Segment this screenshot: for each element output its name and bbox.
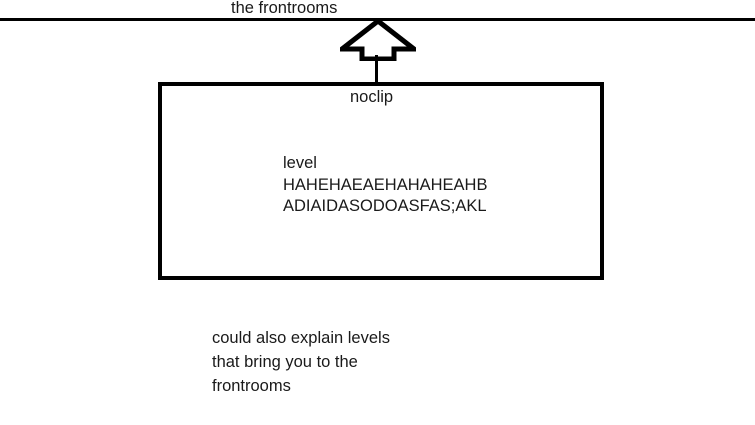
arrow-stem-line [375, 55, 378, 84]
up-arrow-outline-icon [340, 19, 416, 61]
level-text-block: level HAHEHAEAEHAHAHEAHB ADIAIDASODOASFA… [283, 153, 487, 218]
surface-title: the frontrooms [231, 0, 338, 17]
caption-block: could also explain levels that bring you… [212, 326, 390, 398]
level-box [158, 82, 604, 280]
level-text-line-3: ADIAIDASODOASFAS;AKL [283, 197, 487, 215]
caption-line-1: could also explain levels [212, 329, 390, 347]
level-text-line-2: HAHEHAEAEHAHAHEAHB [283, 175, 488, 194]
caption-line-2: that bring you to the [212, 353, 358, 371]
noclip-label: noclip [350, 88, 394, 106]
caption-line-3: frontrooms [212, 377, 291, 395]
level-text-line-1: level [283, 154, 317, 172]
